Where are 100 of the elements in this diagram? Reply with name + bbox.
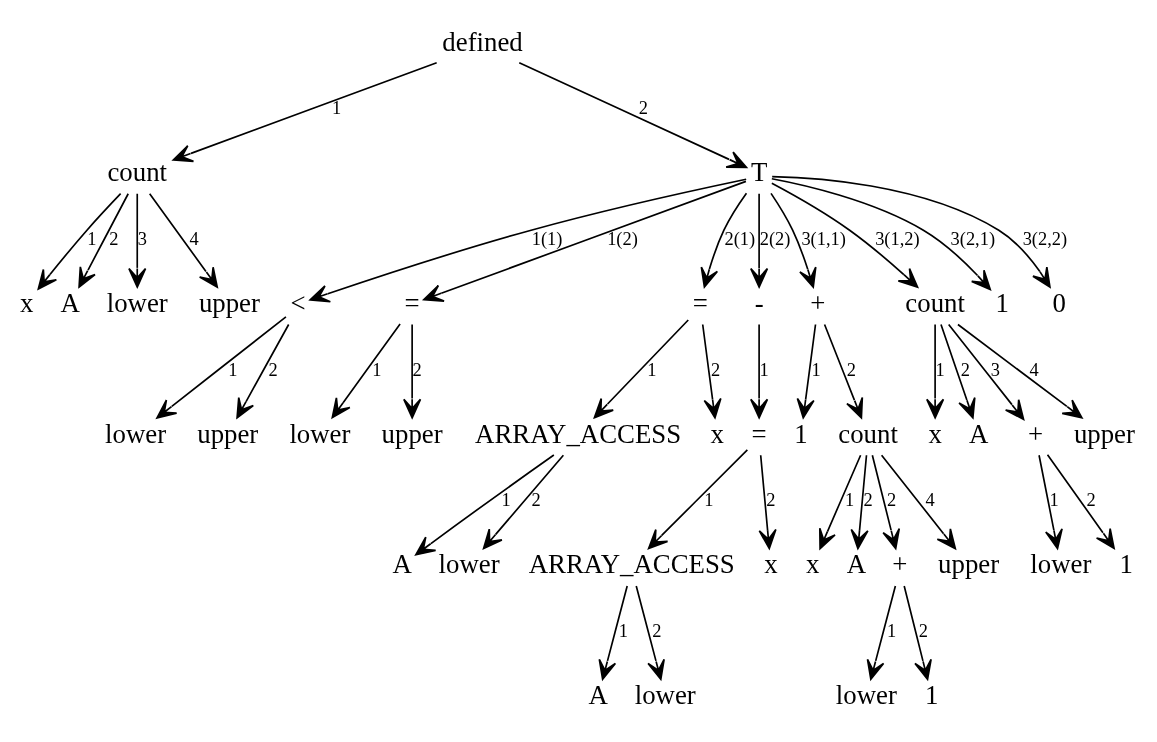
arrow bbox=[482, 454, 565, 550]
arrow bbox=[957, 323, 1083, 419]
node-text: upper bbox=[197, 418, 259, 449]
node-text: ARRAY_ACCESS bbox=[528, 549, 735, 580]
edge-label: 2 bbox=[268, 359, 278, 380]
arrow bbox=[635, 585, 665, 681]
edge-label: 2 bbox=[766, 490, 776, 511]
node-text: x bbox=[710, 418, 724, 449]
node-text: defined bbox=[442, 26, 523, 57]
edge-label: 1 bbox=[845, 490, 855, 511]
edge-label: 2 bbox=[531, 490, 541, 511]
edge-label: 1(2) bbox=[607, 228, 638, 249]
arrow bbox=[796, 323, 817, 419]
edge-label: 4 bbox=[1029, 359, 1039, 380]
arrow bbox=[947, 323, 1025, 421]
arrow bbox=[823, 323, 864, 419]
arrow bbox=[647, 448, 749, 550]
node-text: + bbox=[1028, 418, 1044, 449]
edge-label: 1 bbox=[935, 359, 945, 380]
edge-label: 1 bbox=[647, 359, 657, 380]
node-text: lower bbox=[835, 680, 897, 711]
node-text: count bbox=[838, 418, 898, 449]
node-text: - bbox=[754, 288, 764, 318]
edge-label: 2 bbox=[960, 359, 970, 380]
arrow bbox=[758, 454, 777, 550]
edge-label: 1 bbox=[332, 98, 342, 119]
edge-label: 1 bbox=[618, 621, 628, 642]
arrow bbox=[403, 323, 422, 419]
node-text: A bbox=[969, 418, 989, 449]
edge-label: 3(1,1) bbox=[801, 228, 846, 249]
arrow bbox=[701, 323, 722, 419]
edge-label: 3(2,2) bbox=[1022, 228, 1068, 249]
node-text: x bbox=[806, 549, 820, 580]
edge-label: 2(2) bbox=[759, 228, 791, 249]
edge-label: 2 bbox=[412, 359, 422, 380]
edge-label: 2 bbox=[918, 621, 928, 642]
arrow bbox=[148, 192, 219, 288]
edge-label: 2 bbox=[863, 490, 873, 511]
node-text: x bbox=[764, 549, 778, 580]
node-text: 1 bbox=[925, 680, 939, 711]
arrow bbox=[850, 454, 869, 550]
arrow bbox=[236, 323, 290, 419]
arrow bbox=[700, 192, 748, 288]
node-text: 1 bbox=[794, 418, 808, 449]
node-text: lower bbox=[1030, 549, 1092, 580]
edge-label: 2(1) bbox=[724, 228, 756, 249]
node-text: lower bbox=[438, 549, 500, 580]
arrow bbox=[598, 585, 629, 681]
edge-label: 4 bbox=[189, 228, 199, 249]
arrow bbox=[819, 454, 862, 550]
node-text: + bbox=[810, 288, 826, 318]
arrow bbox=[423, 180, 747, 302]
edge-label: 1 bbox=[87, 228, 97, 249]
arrow bbox=[903, 585, 932, 681]
node-text: 1 bbox=[995, 288, 1009, 318]
arrow bbox=[309, 178, 747, 303]
edge-label: 2 bbox=[638, 98, 649, 119]
arrow bbox=[940, 323, 976, 419]
edge-label: 2 bbox=[846, 359, 856, 380]
edge-label: 1 bbox=[886, 621, 897, 642]
edge-label: 3(1,2) bbox=[875, 228, 920, 249]
node-text: T bbox=[750, 157, 768, 188]
node-text: = bbox=[404, 288, 420, 318]
edge-label: 1 bbox=[1049, 490, 1059, 511]
node-text: x bbox=[928, 418, 942, 449]
node-text: < bbox=[290, 288, 306, 318]
node-text: x bbox=[19, 288, 34, 318]
node-text: count bbox=[107, 157, 168, 188]
arrow bbox=[771, 177, 992, 291]
edge-label: 2 bbox=[710, 359, 721, 380]
edge-label: 3(2,1) bbox=[950, 228, 996, 249]
arrow bbox=[1046, 453, 1115, 550]
node-text: count bbox=[905, 288, 965, 318]
edge-label: 2 bbox=[886, 490, 897, 511]
node-text: upper bbox=[381, 418, 443, 449]
edge-label: 2 bbox=[652, 621, 662, 642]
arrow bbox=[771, 175, 1051, 288]
arrow bbox=[1038, 454, 1063, 550]
arrow bbox=[156, 316, 287, 419]
arrow bbox=[37, 192, 122, 290]
node-text: A bbox=[846, 549, 867, 580]
node-text: lower bbox=[634, 680, 696, 711]
node-text: A bbox=[588, 680, 608, 711]
edge-label: 1 bbox=[759, 359, 769, 380]
arrow bbox=[770, 192, 817, 288]
edge-label: 2 bbox=[1086, 490, 1096, 511]
node-text: lower bbox=[106, 288, 168, 318]
node-text: A bbox=[392, 549, 412, 580]
edge-label: 3 bbox=[990, 359, 1001, 380]
node-text: upper bbox=[1073, 418, 1135, 449]
edge-label: 1(1) bbox=[531, 228, 563, 249]
node-text: lower bbox=[105, 418, 167, 449]
node-text: ARRAY_ACCESS bbox=[475, 418, 682, 449]
node-text: + bbox=[892, 549, 908, 580]
node-text: lower bbox=[289, 418, 351, 449]
arrow bbox=[518, 61, 748, 169]
node-text: upper bbox=[938, 549, 1000, 580]
arrow bbox=[871, 454, 901, 550]
node-text: upper bbox=[198, 288, 260, 318]
edge-label: 2 bbox=[109, 228, 119, 249]
